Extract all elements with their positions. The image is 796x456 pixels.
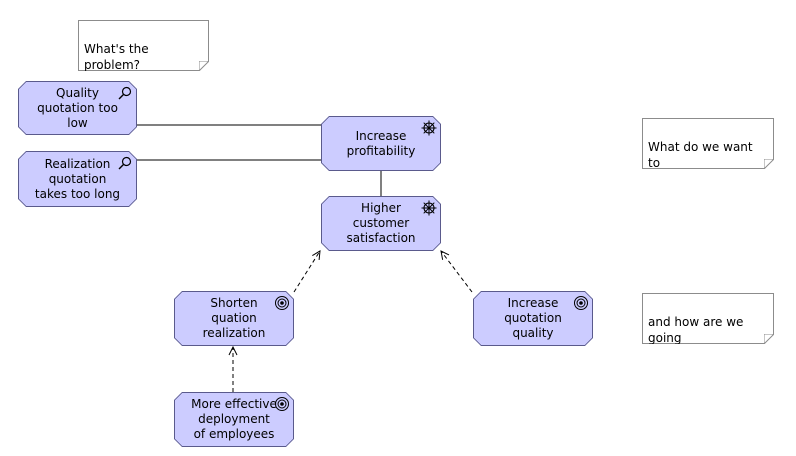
element-label: Realization quotation takes too long [34, 156, 121, 201]
goal-more-effective-deployment[interactable]: More effective deployment of employees [174, 392, 294, 447]
driver-higher-customer-satisfaction[interactable]: Higher customer satisfaction [321, 196, 441, 251]
element-label: Quality quotation too low [37, 85, 118, 130]
assessment-quality-quotation-too-low[interactable]: Quality quotation too low [18, 81, 137, 135]
driver-increase-profitability[interactable]: Increase profitability [321, 116, 441, 171]
influence-shorten-to-satisfaction [293, 251, 320, 293]
note-how[interactable]: and how are we going to do this? [642, 293, 774, 344]
element-label: More effective deployment of employees [191, 397, 277, 441]
element-label: Higher customer satisfaction [346, 201, 416, 245]
target-icon [274, 396, 290, 412]
ship-wheel-icon [421, 120, 437, 136]
influence-quality-to-satisfaction [441, 251, 473, 293]
magnifier-icon [117, 155, 133, 171]
target-icon [573, 295, 589, 311]
target-icon [274, 295, 290, 311]
element-label: Increase profitability [346, 128, 416, 158]
goal-increase-quotation-quality[interactable]: Increase quotation quality [473, 291, 593, 346]
element-label: Shorten quation realization [202, 296, 266, 340]
assessment-realization-quotation-too-long[interactable]: Realization quotation takes too long [18, 151, 137, 207]
note-problem-text: What's the problem? [84, 42, 149, 72]
ship-wheel-icon [421, 200, 437, 216]
magnifier-icon [117, 85, 133, 101]
goal-shorten-quotation-realization[interactable]: Shorten quation realization [174, 291, 294, 346]
element-label: Increase quotation quality [504, 296, 562, 340]
note-problem[interactable]: What's the problem? [78, 20, 209, 71]
note-want[interactable]: What do we want to acchieve? [642, 118, 774, 169]
